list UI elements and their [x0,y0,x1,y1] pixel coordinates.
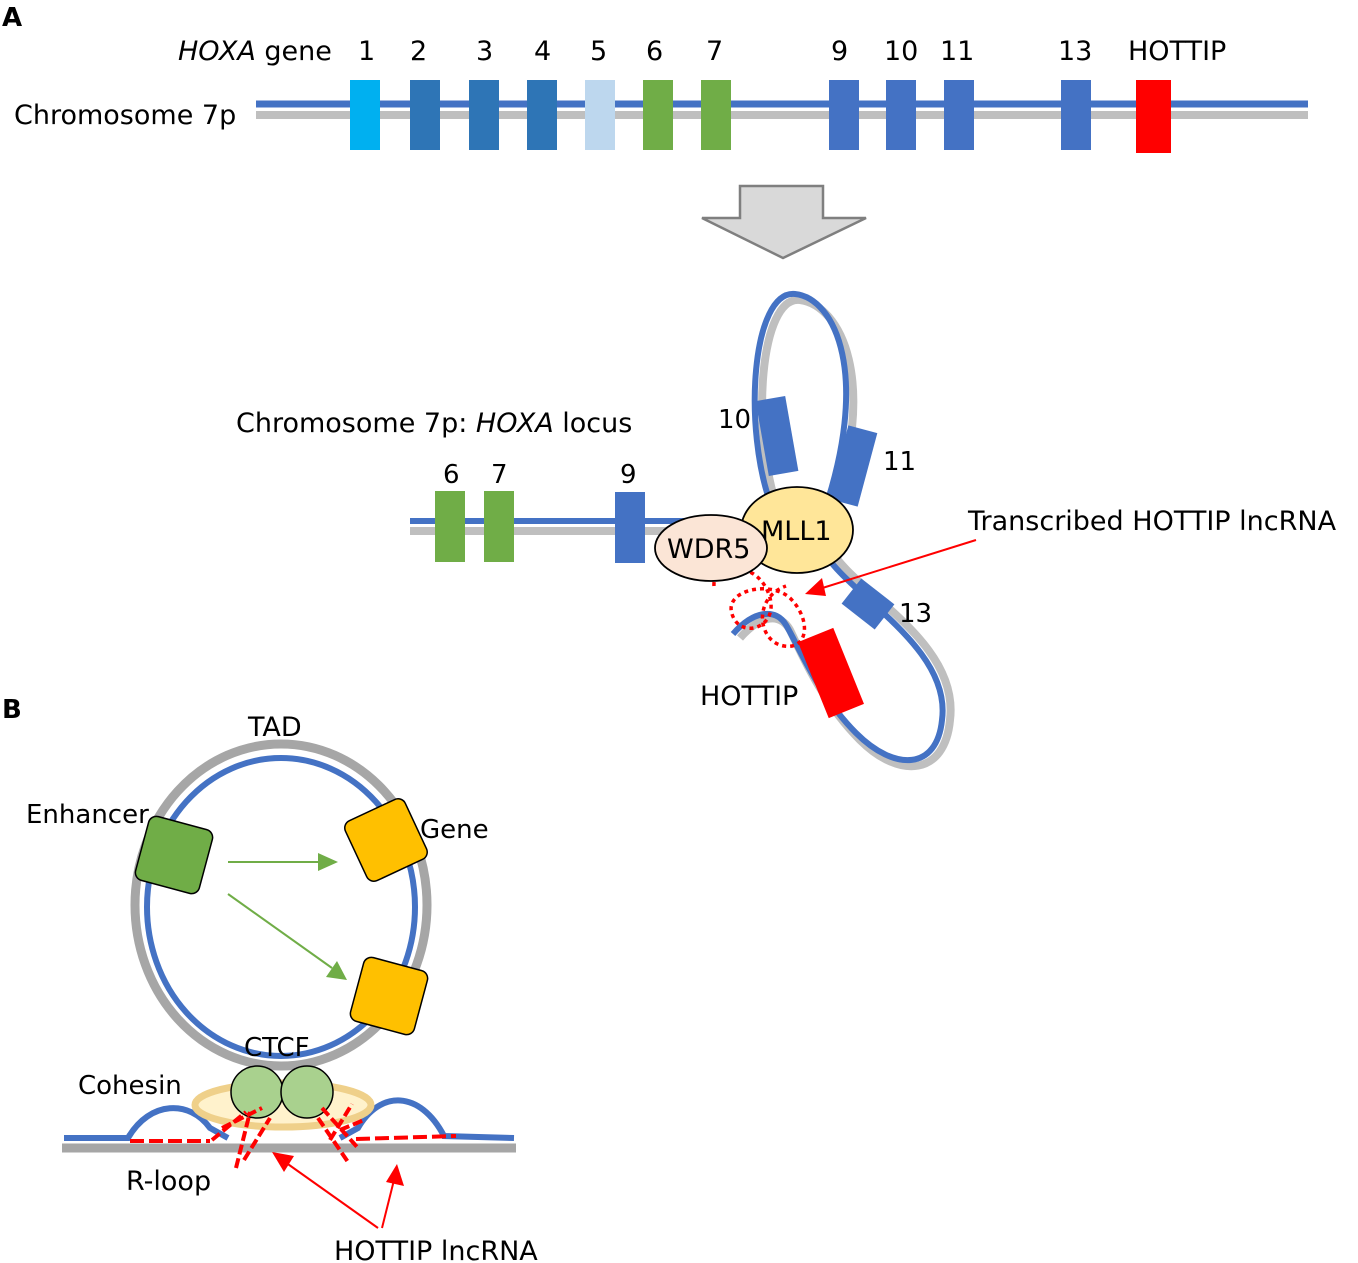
hottip-lncrna-label: HOTTIP lncRNA [334,1236,538,1263]
gene-block-10 [886,80,916,150]
tad-label: TAD [247,712,302,743]
locus-gene-11-label: 11 [883,447,916,477]
r-loop-label: R-loop [126,1166,211,1197]
gene-box-bottom [349,956,429,1036]
locus-gene-6 [435,491,465,562]
down-arrow [701,184,867,260]
mll1-label: MLL1 [761,516,832,547]
gene-block-7 [701,80,731,150]
locus-gene-9 [615,492,645,563]
gene-block-3 [469,80,499,150]
gene-block-1 [350,80,380,150]
locus-gene-13 [841,578,895,630]
top-loop-blue [751,291,850,519]
enhancer-label: Enhancer [26,800,149,830]
gene-label-2: 2 [410,36,427,67]
locus-gene-6-label: 6 [443,460,460,490]
panel-b-label: B [2,695,22,725]
panel-a-label: A [2,3,22,33]
tad-loop-blue [144,755,418,1059]
wdr5-label: WDR5 [667,534,750,565]
locus-gene-10 [755,395,799,477]
gene-block-13 [1061,80,1091,150]
enhancer-arrow-2-head [326,961,347,980]
hottip-arrow-2-head [386,1164,404,1186]
gene-block-6 [643,80,673,150]
transcribed-arrow-line [815,539,977,591]
lower-loop-blue [730,546,946,764]
gene-row-label: HOXA gene [178,36,332,67]
gene-block-9 [829,80,859,150]
wdr5-protein [654,514,768,582]
locus-gene-11 [828,425,878,507]
hottip-arrow-1-head [272,1152,294,1172]
enhancer-box [134,815,214,895]
cohesin-label: Cohesin [78,1071,182,1101]
enhancer-arrow-1-head [318,853,338,871]
gene-box-top [344,798,428,882]
gene-label-6: 6 [646,36,663,67]
gene-row: 1 2 3 4 5 6 7 9 10 11 13 HOTTIP [350,36,1226,153]
hottip-lncrna-strands [210,1102,365,1169]
locus-label: Chromosome 7p: HOXA locus [236,408,632,439]
hottip-arrow-2-line [381,1179,395,1229]
gene-block-hottip [1136,80,1171,153]
gene-label-10: 10 [884,36,918,67]
ctcf-left [230,1065,284,1119]
gene-label-3: 3 [476,36,493,67]
gene-label-9: 9 [831,36,848,67]
r-loop-rna-right [355,1134,457,1141]
locus-gene-10-label: 10 [718,405,751,435]
transcribed-arrow-head [805,578,826,596]
hottip-lncrna-dotted [712,566,807,648]
hottip-arrow-1-line [284,1161,379,1229]
left-r-loop-blue [64,1105,230,1141]
chromosome-label: Chromosome 7p [14,100,236,131]
locus-gene-13-label: 13 [899,599,932,629]
locus-hottip-label: HOTTIP [700,681,798,712]
ctcf-label: CTCF [244,1033,310,1063]
locus-gene-9-label: 9 [620,460,637,490]
transcribed-label: Transcribed HOTTIP lncRNA [967,506,1337,537]
gene-label-13: 13 [1058,36,1092,67]
gene-block-5 [585,80,615,150]
locus-gene-7 [484,491,514,562]
gene-block-2 [410,80,440,150]
gene-block-4 [527,80,557,150]
gene-label-1: 1 [358,36,375,67]
locus-hottip-gene [798,627,864,719]
gene-label-11: 11 [940,36,974,67]
gene-block-11 [944,80,974,150]
gene-label-hottip: HOTTIP [1128,36,1226,67]
gene-label-4: 4 [534,36,551,67]
gene-label-5: 5 [590,36,607,67]
enhancer-arrow-2-line [227,893,333,969]
gene-label-7: 7 [706,36,723,67]
locus-gene-7-label: 7 [491,460,508,490]
gene-label: Gene [420,815,489,845]
ctcf-right [280,1065,334,1119]
tad-loop-grey [130,739,432,1071]
